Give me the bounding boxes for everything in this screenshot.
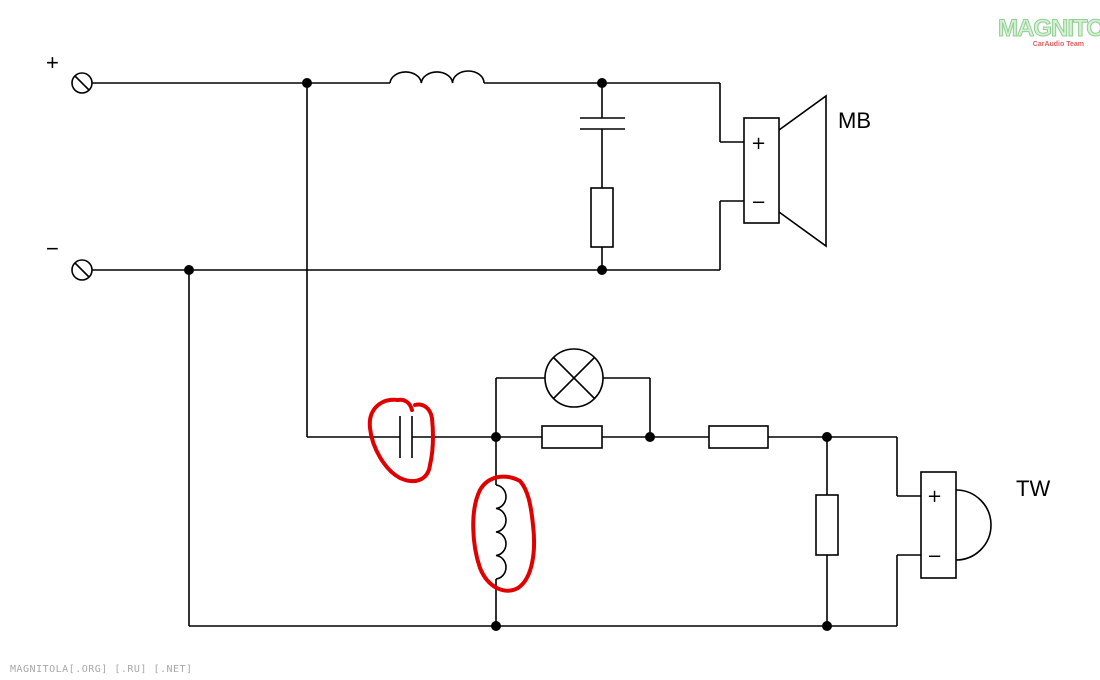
tweeter-plus-sign: +	[927, 486, 942, 507]
negative-rail	[92, 200, 744, 271]
tweeter-negative-rail	[188, 270, 921, 627]
positive-rail	[92, 82, 744, 143]
tweeter-shunt-inductor	[495, 484, 507, 580]
negative-terminal-sign: −	[46, 236, 59, 261]
tweeter-capacitor	[399, 416, 413, 458]
midbass-shunt-branch	[580, 83, 625, 270]
positive-terminal	[71, 72, 93, 94]
midbass-speaker	[743, 94, 827, 248]
logo-text: MAGNITOLA	[998, 15, 1100, 42]
site-watermark: MAGNITOLA[.ORG] [.RU] [.NET]	[10, 664, 193, 675]
midbass-shunt-resistor	[590, 187, 614, 248]
logo-subtitle: CarAudio Team	[1032, 41, 1084, 48]
midbass-inductor	[389, 70, 485, 84]
magnitola-logo: MAGNITOLA CarAudio Team	[998, 15, 1100, 49]
midbass-plus-sign: +	[751, 133, 766, 154]
tweeter-speaker	[920, 471, 992, 579]
positive-terminal-sign: +	[46, 50, 59, 75]
tweeter-shunt-resistor	[815, 494, 839, 556]
tweeter-series-resistor-1	[541, 425, 603, 449]
junction-nodes	[184, 78, 832, 631]
tweeter-series-resistor-2	[708, 425, 769, 449]
midbass-minus-sign: −	[751, 192, 766, 213]
midbass-label: MB	[838, 108, 871, 133]
inductor-highlight-circle	[471, 474, 537, 593]
tweeter-label: TW	[1016, 476, 1050, 501]
capacitor-highlight-circle	[367, 397, 435, 484]
negative-terminal	[71, 259, 93, 281]
tweeter-minus-sign: −	[927, 546, 942, 567]
protection-lamp	[495, 348, 651, 437]
